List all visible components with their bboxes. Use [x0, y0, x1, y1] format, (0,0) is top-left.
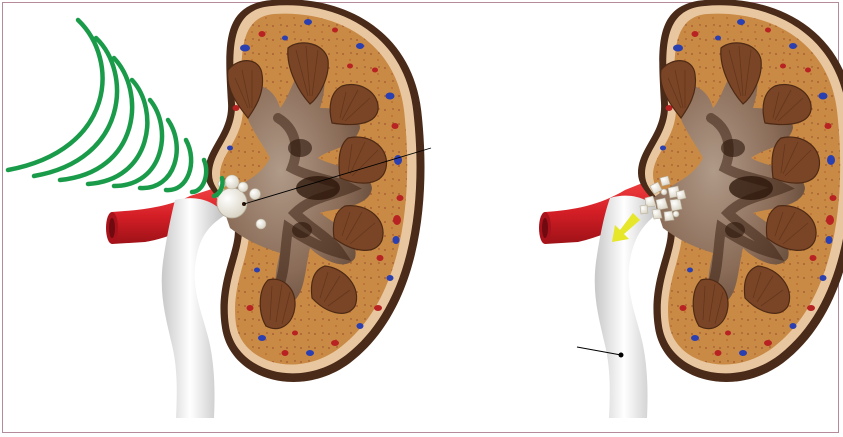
ureter	[162, 198, 225, 418]
panel-before	[8, 0, 431, 418]
panel-after	[539, 0, 843, 418]
shock-wave-arcs-icon	[8, 20, 223, 196]
pointer-dot	[619, 353, 624, 358]
